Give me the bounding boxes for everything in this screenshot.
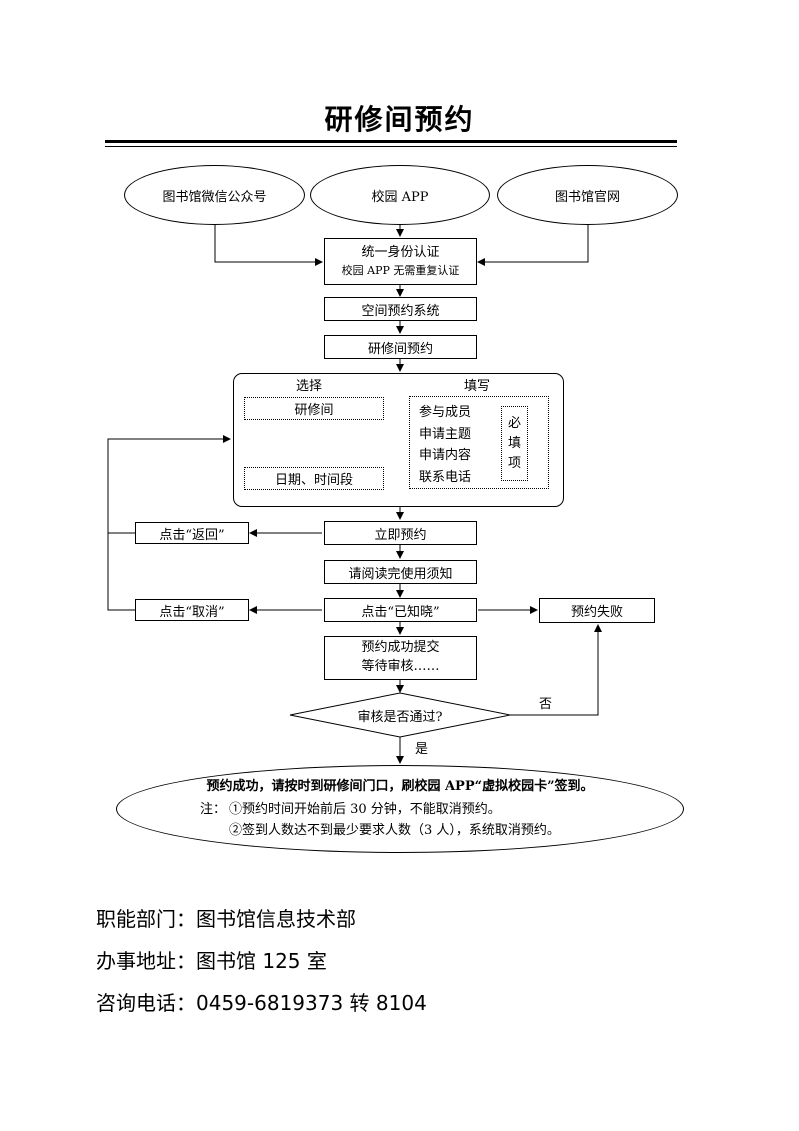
- click-cancel-box: 点击“取消”: [135, 599, 249, 621]
- loop-cancel-line: [107, 533, 135, 611]
- date-time-option[interactable]: 日期、时间段: [244, 467, 384, 490]
- auth-line2: 校园 APP 无需重复认证: [341, 263, 460, 277]
- field-phone[interactable]: 联系电话: [419, 469, 472, 485]
- date-time-label: 日期、时间段: [274, 473, 353, 488]
- fail-label: 预约失败: [570, 605, 623, 620]
- review-label: 审核是否通过?: [357, 710, 443, 725]
- click-back-box: 点击“返回”: [135, 522, 249, 544]
- space-system-box: 空间预约系统: [324, 297, 477, 321]
- fail-box: 预约失败: [539, 598, 655, 623]
- room-option-label: 研修间: [294, 403, 334, 418]
- book-now-label: 立即预约: [374, 527, 427, 543]
- required-char-3: 项: [507, 455, 521, 471]
- submitted-line2: 等待审核……: [361, 659, 440, 674]
- loop-back-line: [107, 435, 231, 534]
- field-members[interactable]: 参与成员: [419, 405, 472, 420]
- entry-app-label: 校园 APP: [371, 189, 429, 205]
- auth-line1: 统一身份认证: [361, 245, 440, 261]
- website-to-auth-line: [477, 225, 589, 266]
- field-subject[interactable]: 申请主题: [419, 426, 472, 442]
- required-box: 必 填 项: [501, 406, 528, 481]
- entry-wechat: 图书馆微信公众号: [124, 165, 305, 225]
- room-booking-box: 研修间预约: [324, 335, 477, 359]
- final-ellipse: [116, 765, 684, 853]
- wechat-to-auth-line: [214, 225, 323, 266]
- click-back-label: 点击“返回”: [159, 527, 225, 543]
- footer-dept: 职能部门：图书馆信息技术部: [96, 907, 356, 931]
- final-main: 预约成功，请按时到研修间门口，刷校园 APP“虚拟校园卡”签到。: [206, 779, 594, 794]
- click-cancel-label: 点击“取消”: [159, 604, 225, 620]
- room-option[interactable]: 研修间: [244, 397, 384, 420]
- field-content[interactable]: 申请内容: [419, 448, 472, 463]
- review-yes-label: 是: [415, 742, 429, 757]
- footer-phone: 咨询电话：0459-6819373 转 8104: [96, 991, 427, 1015]
- form-fields-list: 参与成员 申请主题 申请内容 联系电话: [419, 402, 471, 488]
- final-note-prefix: 注：: [200, 802, 227, 817]
- read-notice-box: 请阅读完使用须知: [324, 560, 477, 584]
- submitted-box: 预约成功提交 等待审核……: [324, 636, 477, 680]
- review-no-label: 否: [539, 697, 553, 712]
- entry-website: 图书馆官网: [497, 165, 678, 225]
- required-char-1: 必: [507, 415, 521, 431]
- title-double-rule-thin: [105, 146, 677, 147]
- title-double-rule: [105, 140, 677, 143]
- space-system-label: 空间预约系统: [361, 303, 440, 319]
- submitted-line1: 预约成功提交: [361, 640, 440, 656]
- page-title: 研修间预约: [324, 103, 475, 136]
- entry-website-label: 图书馆官网: [554, 189, 620, 205]
- final-note-1: ①预约时间开始前后 30 分钟，不能取消预约。: [229, 802, 501, 817]
- click-know-label: 点击“已知晓”: [361, 604, 440, 620]
- book-now-box: 立即预约: [324, 521, 477, 545]
- review-no-line: [510, 624, 602, 716]
- review-diamond: [289, 692, 511, 738]
- required-char-2: 填: [507, 435, 521, 451]
- entry-wechat-label: 图书馆微信公众号: [162, 189, 267, 205]
- read-notice-label: 请阅读完使用须知: [348, 566, 453, 582]
- click-know-box: 点击“已知晓”: [324, 598, 477, 622]
- entry-app: 校园 APP: [310, 165, 490, 225]
- room-booking-label: 研修间预约: [367, 341, 433, 357]
- panel-fill-label: 填写: [464, 379, 491, 394]
- panel-select-label: 选择: [296, 379, 323, 394]
- auth-box: 统一身份认证 校园 APP 无需重复认证: [324, 238, 477, 285]
- final-note-2: ②签到人数达不到最少要求人数（3 人），系统取消预约。: [229, 823, 560, 838]
- footer-address: 办事地址：图书馆 125 室: [96, 949, 327, 973]
